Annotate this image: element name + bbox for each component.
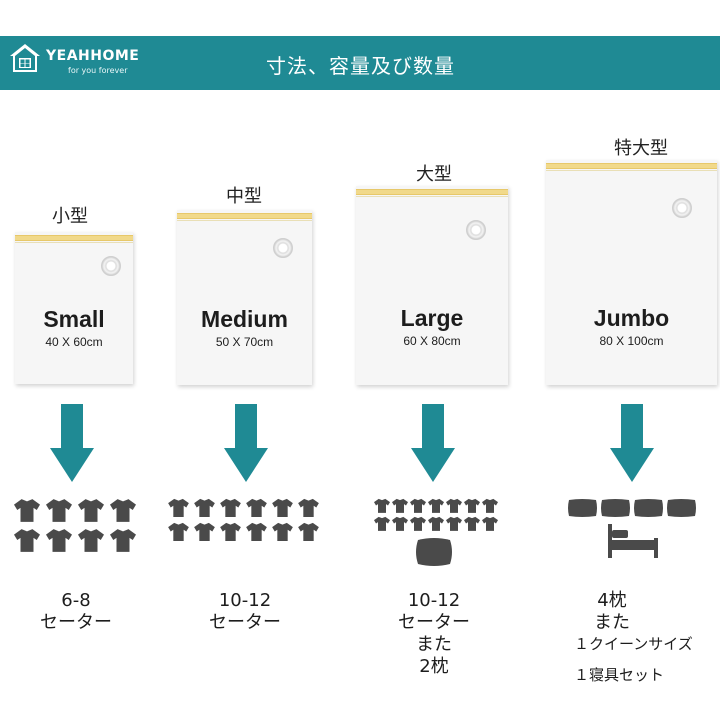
capacity-medium: 10-12 セーター	[180, 590, 310, 634]
brand-logo: YEAHHOME for you forever	[8, 40, 148, 86]
size-label-large: 大型	[416, 164, 452, 185]
bag-dim-medium: 50 X 70cm	[215, 335, 274, 349]
valve-icon	[672, 198, 692, 218]
pillows-and-bed-icon	[568, 499, 696, 558]
header-banner: YEAHHOME for you forever 寸法、容量及び数量	[0, 36, 720, 90]
bag-large: Large 60 X 80cm	[356, 186, 508, 385]
capacity-line: また	[594, 612, 630, 633]
sweaters-and-pillows-icon	[374, 498, 498, 566]
capacity-line: セーター	[209, 612, 281, 633]
capacity-line: セーター	[398, 612, 470, 633]
down-arrow-icon	[610, 404, 654, 482]
bag-dim-large: 60 X 80cm	[403, 334, 461, 348]
valve-icon	[101, 256, 121, 276]
sweaters-icon	[168, 498, 319, 541]
bag-medium: Medium 50 X 70cm	[177, 210, 312, 385]
house-logo-icon	[10, 44, 40, 72]
capacity-line: 10-12	[218, 590, 272, 611]
capacity-line: 10-12	[407, 590, 461, 611]
bag-name-medium: Medium	[201, 306, 288, 332]
bag-dim-jumbo: 80 X 100cm	[599, 334, 664, 348]
bag-name-small: Small	[43, 306, 105, 332]
size-label-medium: 中型	[226, 186, 262, 207]
brand-name: YEAHHOME	[46, 48, 140, 64]
size-label-small: 小型	[52, 206, 88, 227]
capacity-jumbo-extra: １クイーンサイズ １寝具セット	[574, 633, 693, 686]
capacity-jumbo: 4枕 また	[572, 590, 652, 634]
capacity-line: セーター	[40, 612, 112, 633]
capacity-large: 10-12 セーター また 2枕	[372, 590, 496, 678]
capacity-line: １寝具セット	[574, 666, 665, 684]
bag-name-jumbo: Jumbo	[593, 305, 670, 331]
zipper-line	[15, 242, 133, 243]
capacity-line: 4枕	[597, 590, 627, 611]
bag-jumbo: Jumbo 80 X 100cm	[546, 160, 717, 385]
size-label-jumbo: 特大型	[614, 138, 668, 159]
bag-dim-small: 40 X 60cm	[45, 335, 103, 349]
capacity-line: 2枕	[419, 656, 449, 677]
zipper-line	[356, 196, 508, 197]
page-title: 寸法、容量及び数量	[266, 54, 455, 78]
zipper-line	[546, 170, 717, 171]
capacity-line: また	[416, 634, 452, 655]
bag-name-large: Large	[400, 305, 464, 331]
down-arrow-icon	[224, 404, 268, 482]
valve-icon	[273, 238, 293, 258]
valve-icon	[466, 220, 486, 240]
sweaters-icon	[14, 499, 136, 552]
down-arrow-icon	[50, 404, 94, 482]
capacity-line: １クイーンサイズ	[574, 635, 693, 653]
zipper	[177, 213, 312, 219]
zipper	[15, 235, 133, 241]
capacity-line: 6-8	[61, 590, 91, 611]
bag-small: Small 40 X 60cm	[15, 232, 133, 384]
zipper	[356, 189, 508, 195]
zipper-line	[177, 220, 312, 221]
zipper	[546, 163, 717, 169]
capacity-small: 6-8 セーター	[14, 590, 138, 634]
brand-tagline: for you forever	[68, 66, 128, 75]
down-arrow-icon	[411, 404, 455, 482]
